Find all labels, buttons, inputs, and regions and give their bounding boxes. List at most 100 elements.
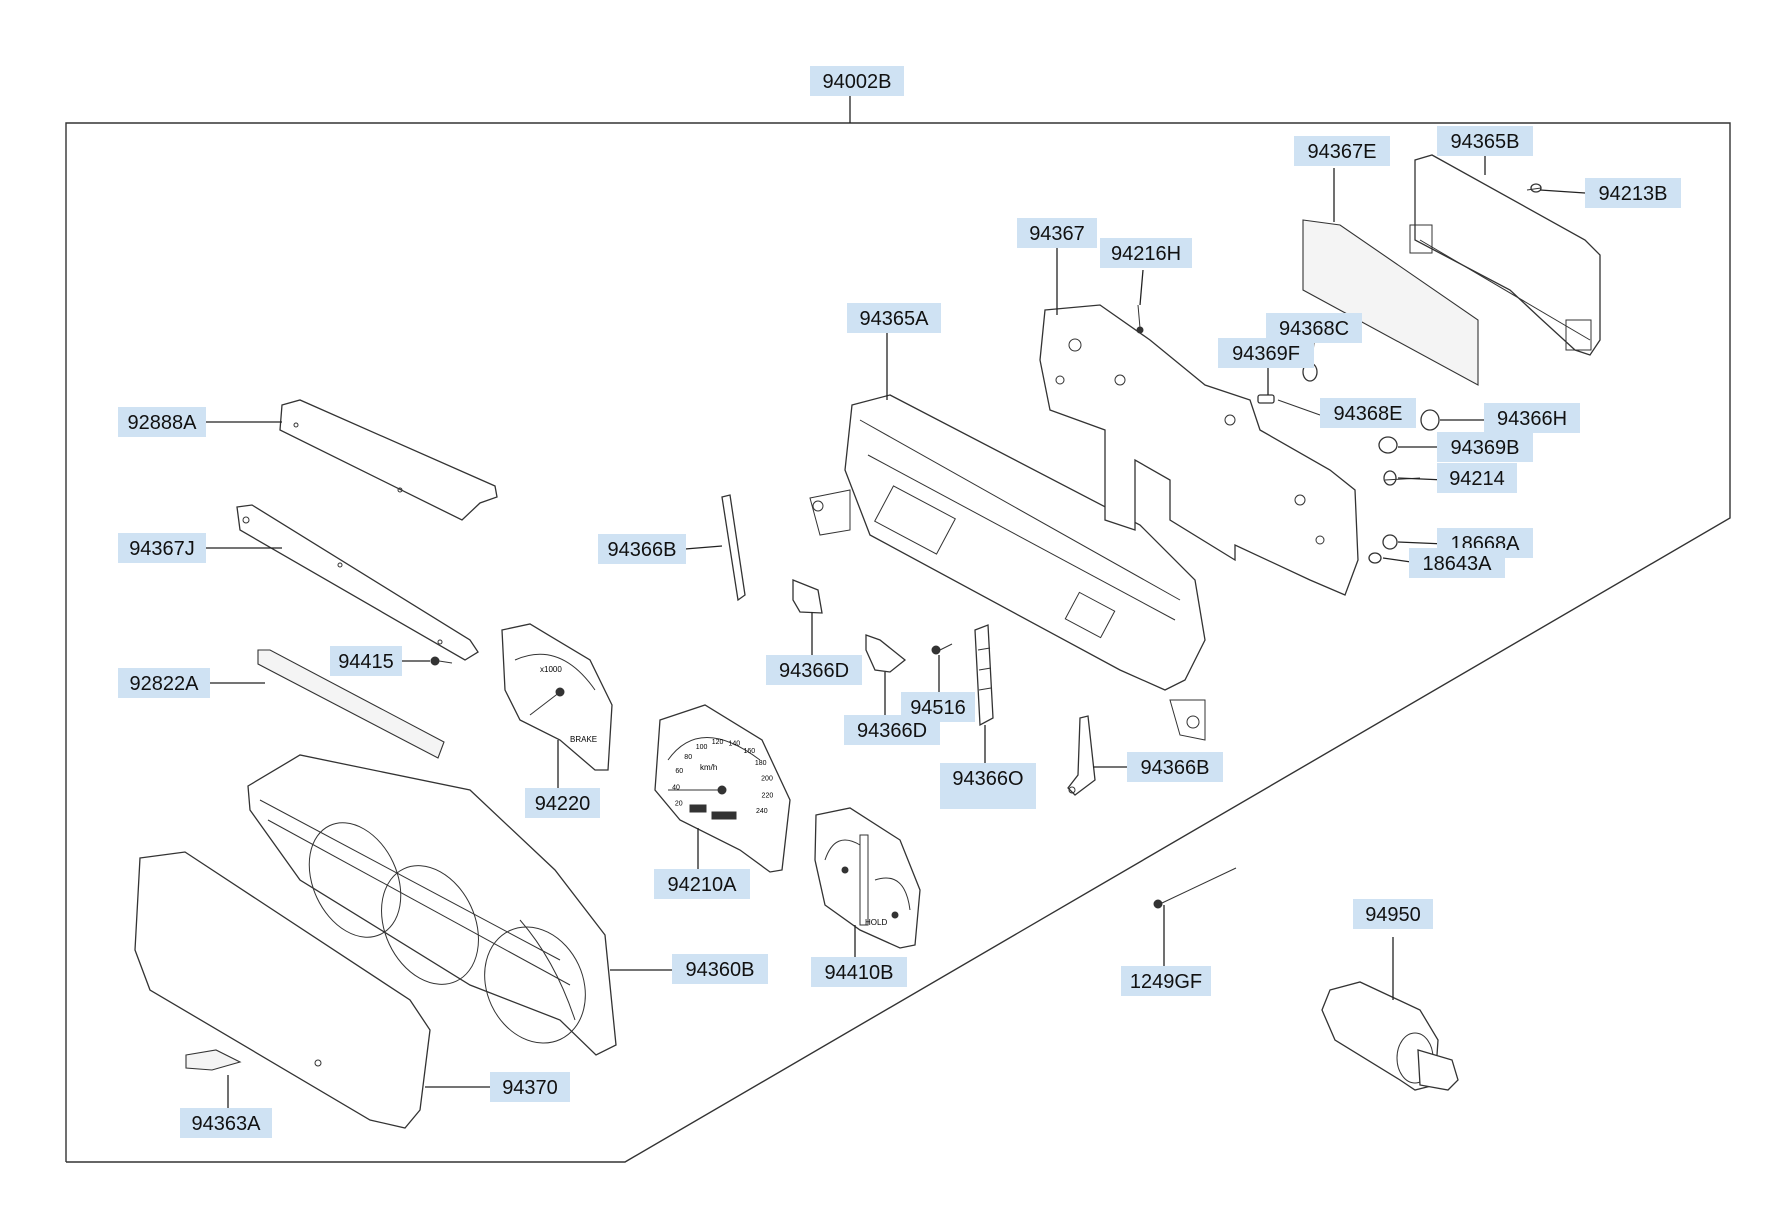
callout-text: 94363A xyxy=(192,1113,262,1135)
speed-tick-label: 20 xyxy=(675,801,683,808)
callout-box xyxy=(1320,398,1416,428)
callout-box xyxy=(1484,403,1580,433)
callout-94950: 94950 xyxy=(1353,899,1433,929)
callout-text: 94213B xyxy=(1599,183,1668,205)
speed-tick-label: 80 xyxy=(684,754,692,761)
callout-94415: 94415 xyxy=(330,646,402,676)
callout-94366b: 94366B xyxy=(1127,752,1223,782)
callout-box xyxy=(1437,463,1517,493)
callout-box xyxy=(180,1108,272,1138)
strip-92822a xyxy=(257,649,445,759)
callout-text: 92822A xyxy=(130,673,200,695)
callout-text: 1249GF xyxy=(1130,971,1202,993)
callout-text: 18643A xyxy=(1423,553,1493,575)
plate-94367e xyxy=(1302,219,1479,386)
callout-text: 94365B xyxy=(1451,131,1520,153)
sensor-94950 xyxy=(1321,981,1459,1091)
callout-94369b: 94369B xyxy=(1437,432,1533,462)
speed-tick-label: 180 xyxy=(755,760,767,767)
callout-94368e: 94368E xyxy=(1320,398,1416,428)
callout-text: 94216H xyxy=(1111,243,1181,265)
callout-text: 94367 xyxy=(1029,223,1085,245)
callout-box xyxy=(1409,548,1505,578)
callout-94216h: 94216H xyxy=(1100,238,1192,268)
board-94367 xyxy=(1039,304,1359,596)
callout-text: 94366B xyxy=(1141,757,1210,779)
callout-94366o: 94366O xyxy=(940,763,1036,809)
callout-94367j: 94367J xyxy=(118,533,206,563)
speed-tick-label: 60 xyxy=(675,768,683,775)
callout-box xyxy=(844,715,940,745)
strip-94367j xyxy=(236,504,479,661)
callout-box xyxy=(1585,178,1681,208)
callout-box xyxy=(1218,338,1314,368)
callout-text: 94002B xyxy=(823,71,892,93)
callout-92888a: 92888A xyxy=(118,407,206,437)
callout-text: 94415 xyxy=(338,651,394,673)
tach-warning-text: BRAKE xyxy=(570,735,597,744)
callout-box xyxy=(1353,899,1433,929)
callout-94367e: 94367E xyxy=(1294,136,1390,166)
callout-box xyxy=(766,655,862,685)
callout-94210a: 94210A xyxy=(654,869,750,899)
callout-box xyxy=(525,788,600,818)
callout-text: 94366D xyxy=(779,660,849,682)
callout-box xyxy=(940,763,1036,809)
callout-94367: 94367 xyxy=(1017,218,1097,248)
callout-94369f: 94369F xyxy=(1218,338,1314,368)
speed-tick-label: 120 xyxy=(712,739,724,746)
pad-94366d-1 xyxy=(792,579,823,614)
callout-text: 94369F xyxy=(1232,343,1300,365)
tach-unit-text: x1000 xyxy=(540,665,562,674)
callout-text: 94210A xyxy=(668,874,738,896)
bracket-92888a xyxy=(279,399,498,521)
callout-box xyxy=(118,407,206,437)
screw-94516 xyxy=(931,643,953,655)
callout-box xyxy=(330,646,402,676)
speed-unit-text: km/h xyxy=(700,763,717,772)
callout-text: 94366B xyxy=(608,539,677,561)
callout-box xyxy=(118,668,210,698)
callout-94002b: 94002B xyxy=(810,66,904,96)
callout-text: 92888A xyxy=(128,412,198,434)
callout-box xyxy=(811,957,907,987)
callout-text: 94366O xyxy=(952,768,1023,790)
callout-1249gf: 1249GF xyxy=(1121,966,1211,996)
callout-box xyxy=(490,1072,570,1102)
speed-tick-label: 200 xyxy=(761,776,773,783)
bezel-94360b xyxy=(247,754,617,1056)
speed-tick-label: 100 xyxy=(696,744,708,751)
callout-labels: 94002B 94367E 94365B 94213B 94367 94216H 94365… xyxy=(118,66,1681,1138)
callout-94214: 94214 xyxy=(1437,463,1517,493)
callout-box xyxy=(1294,136,1390,166)
callout-box xyxy=(118,533,206,563)
clip-94366b-top xyxy=(721,494,746,602)
callout-94366b: 94366B xyxy=(598,534,686,564)
callout-text: 94950 xyxy=(1365,904,1421,926)
callout-94363a: 94363A xyxy=(180,1108,272,1138)
callout-94360b: 94360B xyxy=(672,954,768,984)
assembly-frame xyxy=(65,92,1731,1163)
speed-tick-label: 140 xyxy=(728,741,740,748)
callout-94220: 94220 xyxy=(525,788,600,818)
callout-94366h: 94366H xyxy=(1484,403,1580,433)
callout-text: 94360B xyxy=(686,959,755,981)
callout-box xyxy=(672,954,768,984)
callout-94410b: 94410B xyxy=(811,957,907,987)
dial-94220: x1000 BRAKE xyxy=(501,623,613,771)
callout-94365a: 94365A xyxy=(847,303,941,333)
callout-text: 94516 xyxy=(910,697,966,719)
callout-text: 94220 xyxy=(535,793,591,815)
callout-text: 94368E xyxy=(1334,403,1403,425)
callout-text: 94410B xyxy=(825,962,894,984)
speed-tick-label: 220 xyxy=(762,792,774,799)
callout-text: 94366H xyxy=(1497,408,1567,430)
callout-box xyxy=(654,869,750,899)
callout-box xyxy=(1121,966,1211,996)
callout-box xyxy=(810,66,904,96)
speed-tick-label: 240 xyxy=(756,808,768,815)
housing-94365a xyxy=(809,394,1206,741)
screw-94415 xyxy=(430,656,453,666)
